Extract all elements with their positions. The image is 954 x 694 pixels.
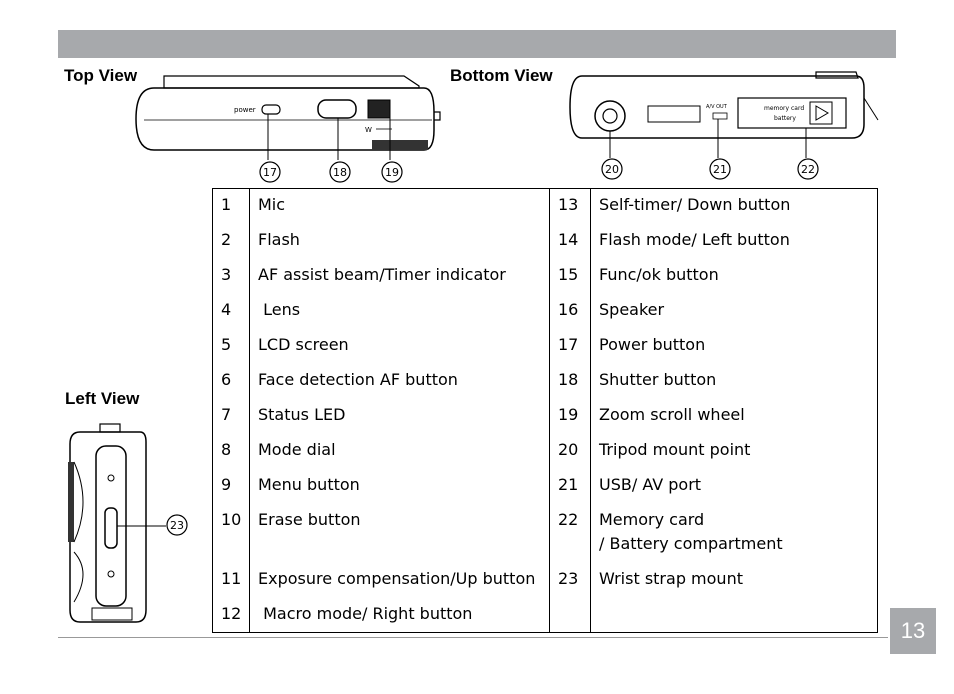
bottom-view-diagram: A/V OUT memory card battery 20 21 22 (566, 68, 886, 184)
part-number: 13 (549, 188, 591, 224)
part-description: Power button (599, 334, 706, 354)
part-number: 6 (212, 363, 250, 399)
part-number: 16 (549, 293, 591, 329)
battery-label: battery (774, 115, 796, 122)
callout-17: 17 (263, 166, 277, 179)
part-description: Erase button (249, 503, 550, 563)
part-number: 7 (212, 398, 250, 434)
header-bar (58, 30, 896, 58)
left-view-diagram: 23 (62, 422, 192, 632)
memory-card-label: memory card (764, 105, 804, 112)
av-out-label: A/V OUT (706, 104, 728, 110)
page-number: 13 (890, 608, 936, 654)
part-description: Flash (249, 223, 550, 259)
callout-20: 20 (605, 163, 619, 176)
part-number: 15 (549, 258, 591, 294)
part-description: Func/ok button (599, 264, 719, 284)
part-number: 3 (212, 258, 250, 294)
part-number: 18 (549, 363, 591, 399)
part-description: Macro mode/ Right button (249, 597, 550, 633)
part-description (591, 598, 878, 633)
part-number: 8 (212, 433, 250, 469)
callout-21: 21 (713, 163, 727, 176)
power-label: power (234, 106, 256, 114)
part-description: Mic (249, 188, 550, 224)
part-number: 5 (212, 328, 250, 364)
footer-rule (58, 637, 888, 638)
part-description: Exposure compensation/Up button (249, 562, 550, 598)
part-description: AF assist beam/Timer indicator (249, 258, 550, 294)
part-description: Shutter button (599, 369, 717, 389)
part-description: Wrist strap mount (599, 568, 743, 588)
part-number: 11 (212, 562, 250, 598)
part-number (549, 597, 591, 633)
bottom-view-label: Bottom View (450, 66, 553, 85)
left-view-label: Left View (65, 389, 140, 408)
part-description: Status LED (249, 398, 550, 434)
part-number: 23 (549, 562, 591, 598)
part-description: Speaker (599, 299, 665, 319)
part-description: Flash mode/ Left button (599, 229, 790, 249)
part-description: Face detection AF button (249, 363, 550, 399)
part-number: 21 (549, 468, 591, 504)
part-number: 12 (212, 597, 250, 633)
part-number: 17 (549, 328, 591, 364)
part-number: 19 (549, 398, 591, 434)
callout-19: 19 (385, 166, 399, 179)
table-row: 12 Macro mode/ Right button (212, 597, 878, 633)
part-description: Mode dial (249, 433, 550, 469)
part-description: Lens (249, 293, 550, 329)
part-number: 9 (212, 468, 250, 504)
part-number: 1 (212, 188, 250, 224)
callout-22: 22 (801, 163, 815, 176)
part-description: Memory card / Battery compartment (599, 509, 783, 553)
part-description: Menu button (249, 468, 550, 504)
part-number: 10 (212, 503, 250, 563)
part-description: USB/ AV port (599, 474, 702, 494)
top-view-label: Top View (64, 66, 138, 85)
callout-23: 23 (170, 519, 184, 532)
part-number: 20 (549, 433, 591, 469)
top-view-diagram: power W 17 18 19 (134, 72, 444, 184)
part-description: Zoom scroll wheel (599, 404, 745, 424)
zoom-label: W (365, 126, 372, 134)
part-description: LCD screen (249, 328, 550, 364)
callout-18: 18 (333, 166, 347, 179)
part-description: Tripod mount point (599, 439, 751, 459)
part-number: 2 (212, 223, 250, 259)
part-description: Self-timer/ Down button (599, 195, 791, 214)
part-number: 22 (549, 503, 591, 563)
part-number: 4 (212, 293, 250, 329)
part-number: 14 (549, 223, 591, 259)
